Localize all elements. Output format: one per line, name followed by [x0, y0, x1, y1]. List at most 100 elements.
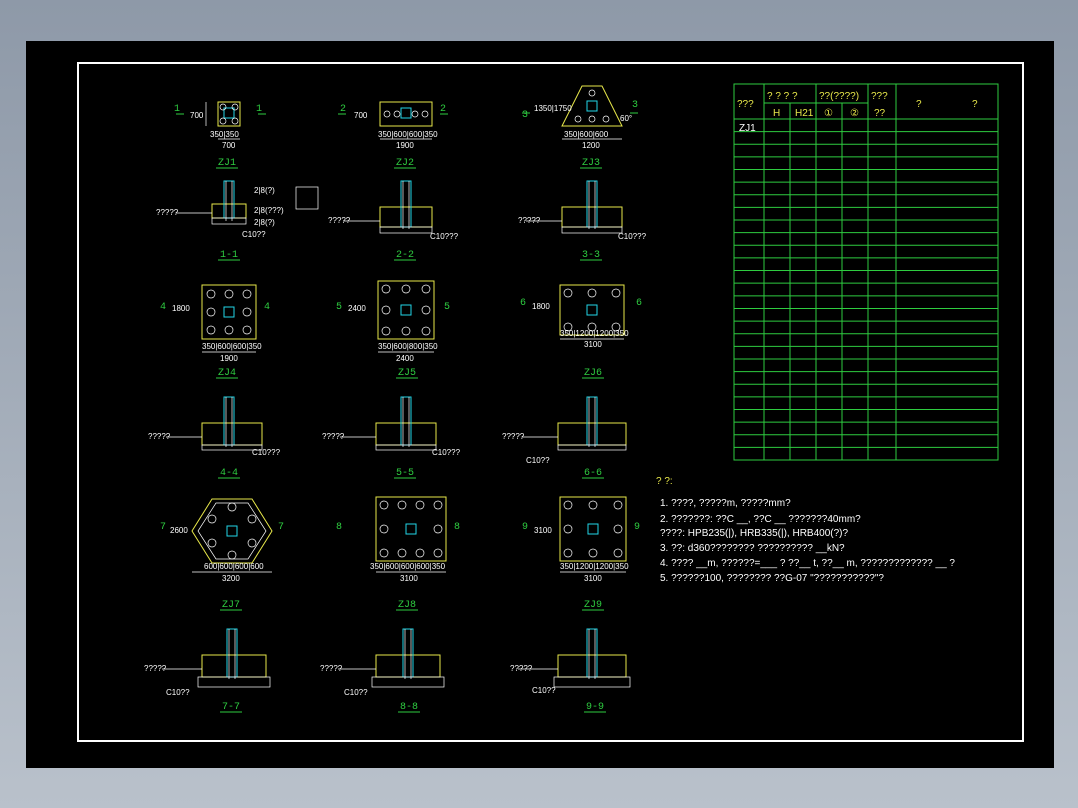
section-mark: 4 [160, 302, 166, 313]
level-label: ????? [518, 216, 541, 225]
caption-zj9: ZJ9 [584, 600, 602, 611]
plan-zj6: 6 6 1800 350|1200|1200|350 3100 ZJ6 [520, 284, 642, 379]
section-mark: 2 [440, 104, 446, 115]
dim-text: 3100 [534, 526, 552, 535]
table-subheader: ?? [874, 108, 886, 119]
section-mark: 6 [520, 298, 526, 309]
level-label: ????? [156, 208, 179, 217]
plan-zj8: 8 8 350|600|600|600|350 3100 ZJ8 [336, 496, 460, 611]
note-line: 2. ???????: ??C __, ??C __ ???????40mm? [660, 514, 861, 525]
table-header: ??? [871, 91, 888, 102]
table-header: ? [916, 99, 922, 110]
plan-zj3: 3 3 1350|1750 60° 350|600|600 1200 ZJ3 [522, 85, 638, 169]
plan-zj4: 4 4 1800 350|600|600|350 1900 ZJ4 [160, 284, 270, 379]
section-6-6: ????? C10?? 6-6 [502, 396, 627, 479]
dim-text: 60° [620, 114, 632, 123]
section-mark: 6 [636, 298, 642, 309]
c10-label: C10??? [618, 232, 647, 241]
caption-zj1: ZJ1 [218, 158, 236, 169]
dim-text: 1800 [532, 302, 550, 311]
section-3-3: ????? C10??? 3-3 [518, 180, 647, 261]
caption-7-7: 7-7 [222, 702, 240, 713]
c10-label: C10?? [526, 456, 550, 465]
c10-label: C10?? [532, 686, 556, 695]
dim-text: 350|600|600|600|350 [370, 562, 446, 571]
section-mark: 7 [278, 522, 284, 533]
caption-zj3: ZJ3 [582, 158, 600, 169]
caption-8-8: 8-8 [400, 702, 418, 713]
level-label: ????? [148, 432, 171, 441]
dim-text: 600|600|600|600 [204, 562, 264, 571]
section-mark: 5 [336, 302, 342, 313]
caption-1-1: 1-1 [220, 250, 238, 261]
level-label: ????? [320, 664, 343, 673]
section-9-9: ????? C10?? 9-9 [510, 628, 631, 713]
dim-text: 350|600|800|350 [378, 342, 438, 351]
dim-text: 350|600|600 [564, 130, 609, 139]
dim-text: 3100 [400, 574, 418, 583]
table-header: ??(????) [819, 91, 859, 102]
caption-4-4: 4-4 [220, 468, 238, 479]
dim-text: 2400 [348, 304, 366, 313]
table-subheader: H21 [795, 108, 814, 119]
dim-text: 2400 [396, 354, 414, 363]
rebar-label: 2|8(?) [254, 218, 275, 227]
dim-text: 350|350 [210, 130, 239, 139]
dim-text: 350|600|600|350 [202, 342, 262, 351]
caption-5-5: 5-5 [396, 468, 414, 479]
dim-text: 700 [222, 141, 236, 150]
section-4-4: ????? C10??? 4-4 [148, 396, 281, 479]
rebar-label: 2|8(?) [254, 186, 275, 195]
drawing-sheet: 1 1 700 350|350 700 ZJ1 2 2 700 350|600|… [26, 41, 1054, 768]
section-mark: 1 [256, 104, 262, 115]
c10-label: C10?? [344, 688, 368, 697]
table-subheader: H [773, 108, 780, 119]
rebar-label: 2|8(???) [254, 206, 284, 215]
section-mark: 9 [634, 522, 640, 533]
note-line: 3. ??: d360???????? ?????????? __kN? [660, 543, 845, 554]
cad-drawing: 1 1 700 350|350 700 ZJ1 2 2 700 350|600|… [144, 83, 999, 713]
dim-text: 1200 [582, 141, 600, 150]
note-line: 1. ????, ?????m, ?????mm? [660, 498, 791, 509]
section-mark: 1 [174, 104, 180, 115]
dim-text: 350|1200|1200|350 [560, 329, 629, 338]
section-mark: 7 [160, 522, 166, 533]
section-mark: 5 [444, 302, 450, 313]
level-label: ????? [144, 664, 167, 673]
caption-3-3: 3-3 [582, 250, 600, 261]
section-1-1: ????? 2|8(?) 2|8(???) 2|8(?) C10?? 1-1 [156, 180, 319, 261]
note-line: 4. ???? __m, ??????=___ ? ??__ t, ??__ m… [660, 558, 955, 569]
notes-block: ? ?: 1. ????, ?????m, ?????mm? 2. ??????… [656, 476, 955, 584]
caption-zj8: ZJ8 [398, 600, 416, 611]
section-mark: 4 [264, 302, 270, 313]
caption-zj6: ZJ6 [584, 368, 602, 379]
section-mark: 3 [522, 110, 528, 121]
plan-zj9: 9 9 3100 350|1200|1200|350 3100 ZJ9 [522, 496, 640, 611]
dim-text: 3100 [584, 574, 602, 583]
dim-text: 3100 [584, 340, 602, 349]
caption-6-6: 6-6 [584, 468, 602, 479]
section-2-2: ????? C10??? 2-2 [328, 180, 459, 261]
dim-text: 350|1200|1200|350 [560, 562, 629, 571]
section-mark: 8 [336, 522, 342, 533]
plan-zj1: 1 1 700 350|350 700 ZJ1 [174, 101, 266, 169]
section-8-8: ????? C10?? 8-8 [320, 628, 445, 713]
dim-text: 1350|1750 [534, 104, 572, 113]
table-subheader: ① [824, 108, 833, 119]
dim-text: 350|600|600|350 [378, 130, 438, 139]
notes-title: ? ?: [656, 476, 673, 487]
c10-label: C10??? [252, 448, 281, 457]
table-cell: ZJ1 [739, 123, 756, 134]
table-header: ? ? ? ? [767, 91, 798, 102]
caption-9-9: 9-9 [586, 702, 604, 713]
section-mark: 9 [522, 522, 528, 533]
dim-text: 1900 [220, 354, 238, 363]
note-line: ????: HPB235(|), HRB335(|), HRB400(?)? [660, 528, 848, 539]
plan-zj7: 7 7 2600 600|600|600|600 3200 ZJ7 [160, 498, 284, 611]
caption-zj5: ZJ5 [398, 368, 416, 379]
dim-text: 700 [190, 111, 204, 120]
dim-text: 1800 [172, 304, 190, 313]
caption-zj7: ZJ7 [222, 600, 240, 611]
plan-zj5: 5 5 2400 350|600|800|350 2400 ZJ5 [336, 280, 450, 379]
dim-text: 1900 [396, 141, 414, 150]
